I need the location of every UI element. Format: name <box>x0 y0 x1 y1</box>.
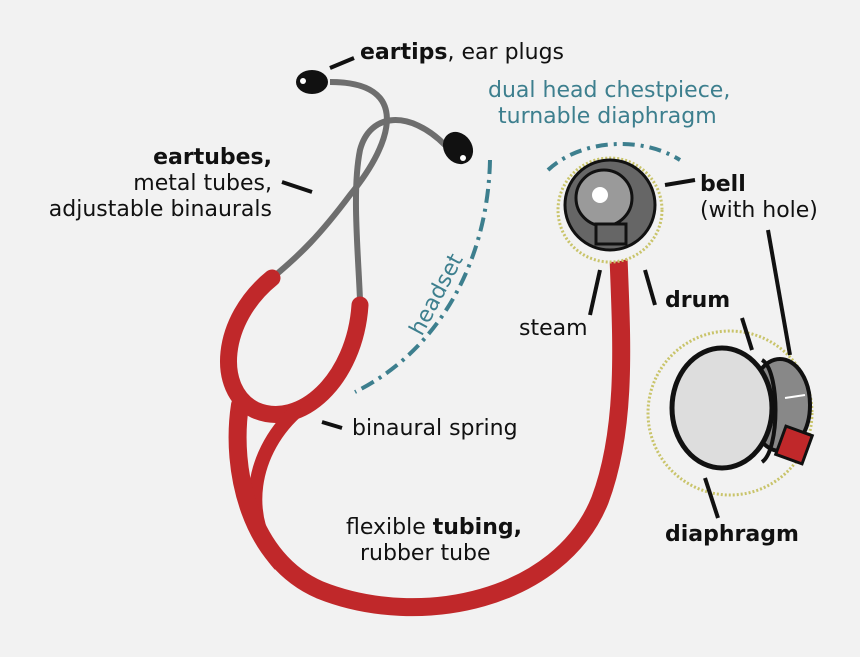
bell-label: bell (with hole) <box>700 172 818 223</box>
diaphragm-label: diaphragm <box>665 522 799 547</box>
eartubes-label: eartubes, metal tubes, adjustable binaur… <box>48 145 272 222</box>
eartips-label: eartips, ear plugs <box>360 40 565 65</box>
chestpiece-icon <box>556 156 664 264</box>
eartube-right <box>352 117 448 301</box>
tubing-main <box>228 231 631 617</box>
eartube-left <box>270 79 390 281</box>
tubing-label: flexible tubing, rubber tube <box>346 515 522 566</box>
headset-bracket <box>354 159 492 394</box>
eartip-left-icon <box>296 70 328 94</box>
steam-label: steam <box>519 316 588 341</box>
chestpiece-side-icon <box>646 329 815 497</box>
leader-lines <box>281 56 792 519</box>
tubing-left-branch <box>220 269 369 423</box>
eartip-right-icon <box>442 131 474 165</box>
binaural-spring-label: binaural spring <box>352 416 518 441</box>
drum-label: drum <box>665 288 731 313</box>
chestpiece-label: dual head chestpiece, turnable diaphragm <box>488 78 731 129</box>
